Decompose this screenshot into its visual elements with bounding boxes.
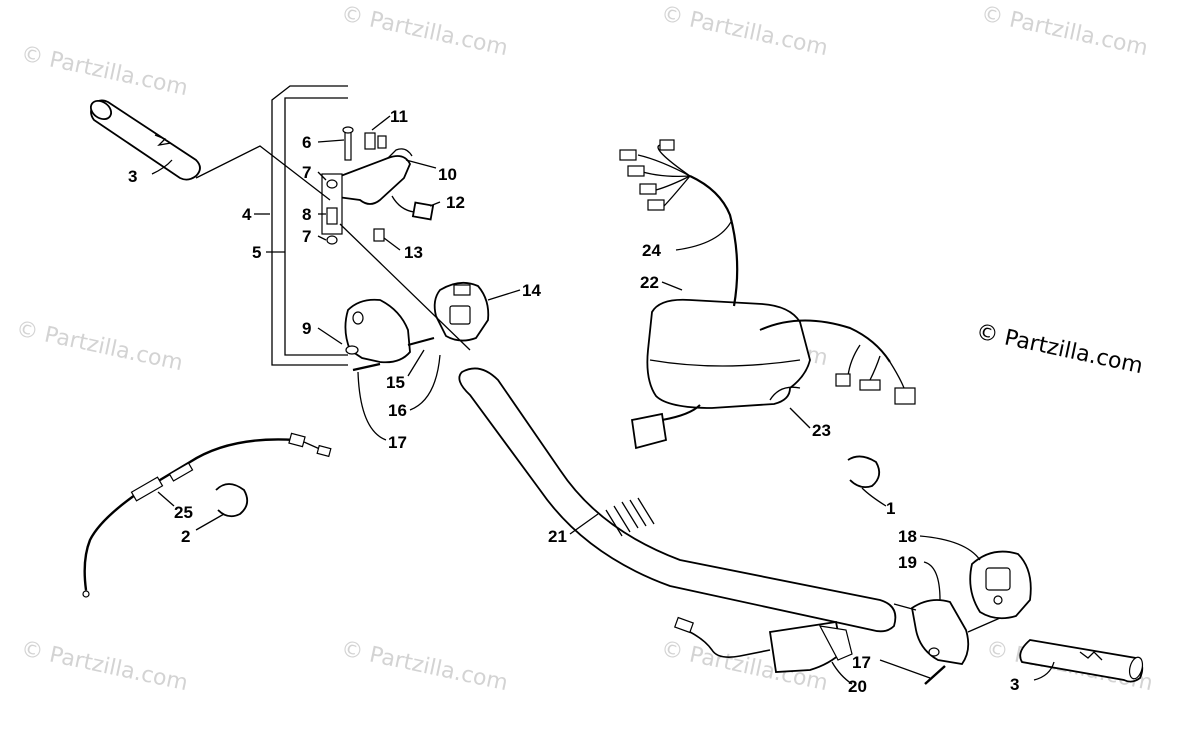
watermark: © Partzilla.com bbox=[19, 41, 190, 101]
lever-bracket bbox=[329, 148, 413, 205]
callout-14: 14 bbox=[522, 281, 541, 300]
callout-13: 13 bbox=[404, 243, 423, 262]
callout-23: 23 bbox=[812, 421, 831, 440]
handlebar bbox=[458, 367, 897, 633]
callout-7: 7 bbox=[302, 163, 311, 182]
left-hand-grip bbox=[89, 99, 201, 181]
bracket-outline bbox=[284, 97, 348, 356]
watermark: © Partzilla.com bbox=[339, 1, 510, 61]
callout-15: 15 bbox=[386, 373, 405, 392]
watermark: © Partzilla.com bbox=[339, 636, 510, 696]
callout-24: 24 bbox=[642, 241, 661, 260]
callout-17: 17 bbox=[852, 653, 871, 672]
right-hand-grip bbox=[1019, 639, 1144, 683]
watermark: © Partzilla.com bbox=[979, 1, 1150, 61]
callout-5: 5 bbox=[252, 243, 261, 262]
watermark: © Partzilla.com bbox=[19, 636, 190, 696]
heater-wire bbox=[674, 616, 853, 673]
callout-11: 11 bbox=[390, 107, 408, 126]
bracket-outline bbox=[271, 85, 348, 366]
washer bbox=[326, 179, 338, 189]
callout-9: 9 bbox=[302, 319, 311, 338]
bolt bbox=[342, 126, 354, 161]
callout-1: 1 bbox=[886, 499, 895, 518]
screw bbox=[352, 362, 381, 372]
wiring-harness bbox=[630, 319, 916, 450]
callout-3: 3 bbox=[1010, 675, 1019, 694]
callout-7: 7 bbox=[302, 227, 311, 246]
screw bbox=[407, 337, 435, 346]
switch-housing bbox=[433, 281, 490, 342]
callout-18: 18 bbox=[898, 527, 917, 546]
screw bbox=[924, 665, 946, 685]
callout-labels: 1 2 3 3 4 5 6 7 7 8 9 10 11 12 13 14 15 … bbox=[128, 107, 1019, 696]
callout-17: 17 bbox=[388, 433, 407, 452]
nut bbox=[373, 228, 385, 242]
right-switch-housing bbox=[969, 550, 1032, 620]
callout-4: 4 bbox=[242, 205, 252, 224]
callout-6: 6 bbox=[302, 133, 311, 152]
switch-bracket bbox=[911, 599, 970, 665]
wiring-harness bbox=[619, 139, 739, 307]
callout-25: 25 bbox=[174, 503, 193, 522]
washer bbox=[326, 235, 338, 245]
callout-16: 16 bbox=[388, 401, 407, 420]
throttle-housing bbox=[344, 298, 411, 364]
callout-10: 10 bbox=[438, 165, 457, 184]
throttle-cable bbox=[82, 432, 332, 598]
contact-block bbox=[364, 132, 376, 150]
watermark: © Partzilla.com bbox=[14, 316, 185, 376]
watermark: © Partzilla.com bbox=[659, 1, 830, 61]
leader-lines bbox=[151, 115, 1055, 685]
callout-19: 19 bbox=[898, 553, 917, 572]
callout-8: 8 bbox=[302, 205, 311, 224]
callout-12: 12 bbox=[446, 193, 465, 212]
callout-22: 22 bbox=[640, 273, 659, 292]
callout-21: 21 bbox=[548, 527, 567, 546]
retaining-ring bbox=[847, 455, 881, 489]
electrical-canister bbox=[646, 298, 811, 409]
callout-2: 2 bbox=[181, 527, 190, 546]
contact-block bbox=[377, 135, 387, 149]
retaining-ring bbox=[215, 483, 249, 518]
switch-connector bbox=[391, 195, 435, 221]
copyright-label: © Partzilla.com bbox=[974, 319, 1145, 379]
callout-20: 20 bbox=[848, 677, 867, 696]
pivot-pin bbox=[326, 207, 338, 225]
callout-3: 3 bbox=[128, 167, 137, 186]
